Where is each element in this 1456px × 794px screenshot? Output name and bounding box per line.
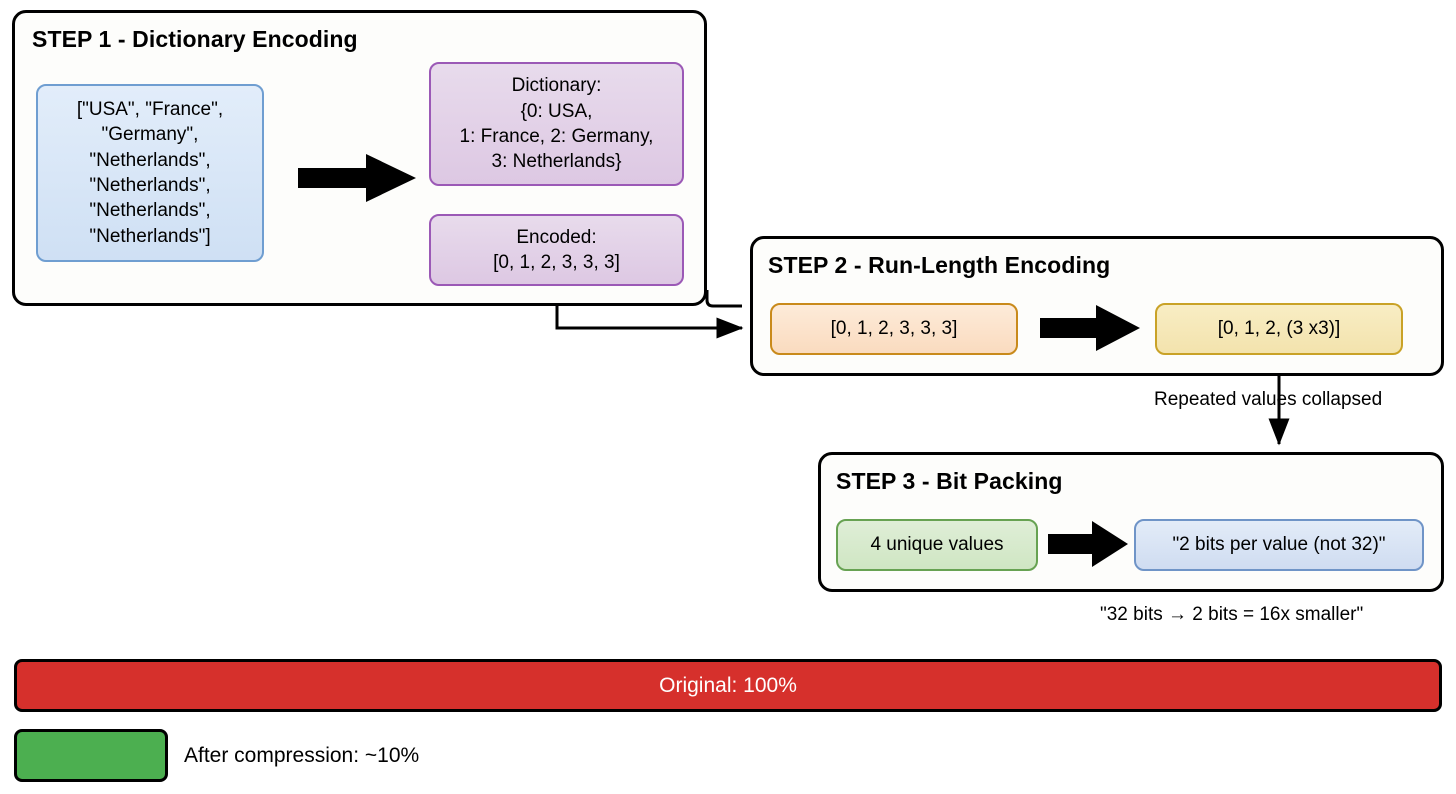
rle-input-node: [0, 1, 2, 3, 3, 3] — [770, 303, 1018, 355]
input-array-node: ["USA", "France", "Germany", "Netherland… — [36, 84, 264, 262]
step-2-title: STEP 2 - Run-Length Encoding — [768, 252, 1111, 278]
step-3-title: STEP 3 - Bit Packing — [836, 468, 1063, 494]
compressed-size-bar — [14, 729, 168, 782]
step-1-title: STEP 1 - Dictionary Encoding — [32, 26, 358, 52]
rle-output-node: [0, 1, 2, (3 x3)] — [1155, 303, 1403, 355]
compression-ratio-caption: "32 bits → 2 bits = 16x smaller" — [1100, 604, 1364, 625]
original-size-label: Original: 100% — [659, 673, 797, 697]
dictionary-node: Dictionary: {0: USA, 1: France, 2: Germa… — [429, 62, 684, 186]
encoded-node: Encoded: [0, 1, 2, 3, 3, 3] — [429, 214, 684, 286]
repeated-values-caption: Repeated values collapsed — [1154, 389, 1383, 410]
arrow-input-to-dictionary-icon — [298, 154, 416, 202]
compressed-size-label: After compression: ~10% — [184, 744, 420, 767]
arrow-rle-icon — [1040, 305, 1140, 351]
bits-per-value-node: "2 bits per value (not 32)" — [1134, 519, 1424, 571]
original-size-bar: Original: 100% — [14, 659, 1442, 712]
unique-values-node: 4 unique values — [836, 519, 1038, 571]
arrow-bitpacking-icon — [1048, 521, 1128, 567]
